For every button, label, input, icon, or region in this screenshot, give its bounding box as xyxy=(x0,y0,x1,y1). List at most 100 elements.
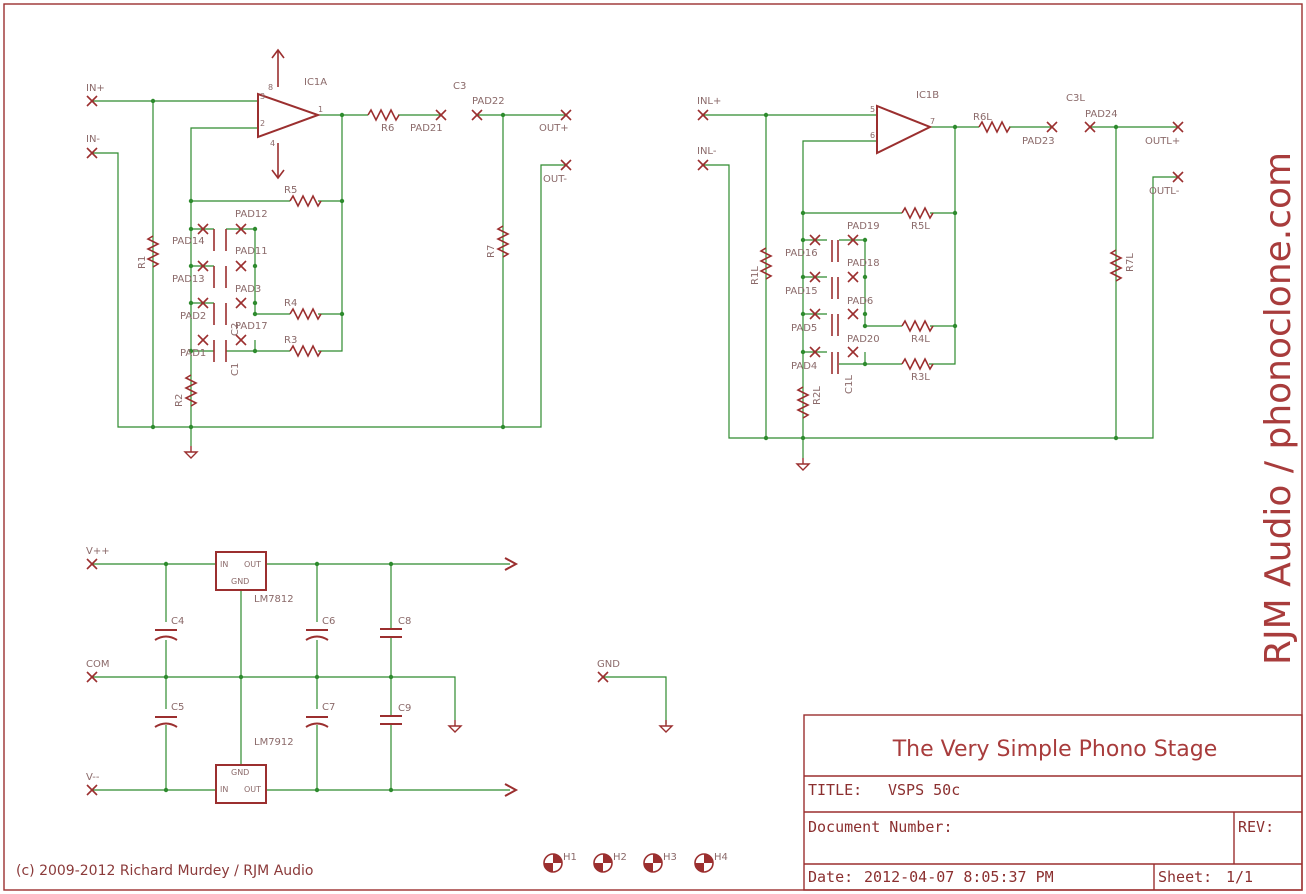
r6l-label: R6L xyxy=(973,112,992,123)
r3-label: R3 xyxy=(284,335,297,346)
pin-5: 5 xyxy=(870,105,875,114)
pad16-label: PAD16 xyxy=(785,248,818,259)
port-outl-plus: OUTL+ xyxy=(1145,136,1180,147)
right-channel-symbols xyxy=(759,104,1123,419)
pad1-label: PAD1 xyxy=(180,348,206,359)
hole-h2: H2 xyxy=(593,852,627,873)
port-in-plus: IN+ xyxy=(86,83,105,94)
h2-label: H2 xyxy=(613,852,627,863)
sheet-label: Sheet: xyxy=(1158,868,1212,886)
c6-label: C6 xyxy=(322,616,335,627)
r4-label: R4 xyxy=(284,298,297,309)
pin-4: 4 xyxy=(270,139,275,148)
r5-label: R5 xyxy=(284,185,297,196)
pad11-label: PAD11 xyxy=(235,246,268,257)
port-out-plus: OUT+ xyxy=(539,123,569,134)
r1-label: R1 xyxy=(137,256,148,269)
port-outl-minus: OUTL- xyxy=(1149,186,1180,197)
power-symbols xyxy=(154,551,519,804)
pin-1: 1 xyxy=(318,105,323,114)
pad22-label: PAD22 xyxy=(472,96,505,107)
port-vmm: V-- xyxy=(86,772,100,783)
port-inl-minus: INL- xyxy=(697,146,717,157)
pad3-label: PAD3 xyxy=(235,284,261,295)
c4-label: C4 xyxy=(171,616,184,627)
title-value: VSPS 50c xyxy=(888,781,960,799)
pad23-label: PAD23 xyxy=(1022,136,1055,147)
pad17-label: PAD17 xyxy=(235,321,268,332)
pin-8: 8 xyxy=(268,83,273,92)
power-labels: V++ COM V-- GND IN OUT GND LM7812 GND IN… xyxy=(86,546,620,794)
r7-label: R7 xyxy=(486,245,497,258)
label-ic1a: IC1A xyxy=(304,77,327,88)
right-channel xyxy=(703,114,1178,439)
lm7912-label: LM7912 xyxy=(254,737,294,748)
lm7912-gnd: GND xyxy=(231,768,249,777)
pad24-label: PAD24 xyxy=(1085,109,1118,120)
hole-h1: H1 xyxy=(543,852,577,873)
pad15-label: PAD15 xyxy=(785,286,818,297)
c1-label: C1 xyxy=(230,363,241,376)
side-text: RJM Audio / phonoclone.com xyxy=(1258,152,1299,665)
hole-h4: H4 xyxy=(694,852,728,873)
docnum-label: Document Number: xyxy=(808,818,953,836)
right-channel-pads xyxy=(697,109,1184,471)
lm7812-out: OUT xyxy=(244,560,261,569)
c3l-label: C3L xyxy=(1066,93,1085,104)
left-channel-pads xyxy=(86,95,572,459)
c2-label: C2 xyxy=(230,323,241,336)
r7l-label: R7L xyxy=(1125,253,1136,272)
hole-h3: H3 xyxy=(643,852,677,873)
date-label: Date: xyxy=(808,868,853,886)
sheet-value: 1/1 xyxy=(1226,868,1253,886)
c7-label: C7 xyxy=(322,702,335,713)
port-inl-plus: INL+ xyxy=(697,96,721,107)
lm7812-label: LM7812 xyxy=(254,594,294,605)
r4l-label: R4L xyxy=(911,334,930,345)
pad19-label: PAD19 xyxy=(847,221,880,232)
port-in-minus: IN- xyxy=(86,134,100,145)
h1-label: H1 xyxy=(563,852,577,863)
pin-7: 7 xyxy=(930,117,935,126)
r3l-label: R3L xyxy=(911,372,930,383)
lm7912-out: OUT xyxy=(244,785,261,794)
copyright: (c) 2009-2012 Richard Murdey / RJM Audio xyxy=(16,863,314,879)
port-com: COM xyxy=(86,659,109,670)
pad4-label: PAD4 xyxy=(791,361,817,372)
pad18-label: PAD18 xyxy=(847,258,880,269)
pin-3: 3 xyxy=(260,92,265,101)
pad14-label: PAD14 xyxy=(172,236,205,247)
pad12-label: PAD12 xyxy=(235,209,268,220)
port-vpp: V++ xyxy=(86,546,110,557)
title-block xyxy=(803,714,1303,891)
c5-label: C5 xyxy=(171,702,184,713)
pad20-label: PAD20 xyxy=(847,334,880,345)
pad2-label: PAD2 xyxy=(180,311,206,322)
label-ic1b: IC1B xyxy=(916,90,939,101)
r2l-label: R2L xyxy=(812,386,823,405)
port-out-minus: OUT- xyxy=(543,174,567,185)
lm7812-gnd: GND xyxy=(231,577,249,586)
schematic-title: The Very Simple Phono Stage xyxy=(892,737,1218,762)
pad21-label: PAD21 xyxy=(410,123,443,134)
h4-label: H4 xyxy=(714,852,728,863)
title-label: TITLE: xyxy=(808,781,862,799)
pad13-label: PAD13 xyxy=(172,274,205,285)
lm7812-in: IN xyxy=(220,560,228,569)
r2-label: R2 xyxy=(174,394,185,407)
power-supply xyxy=(92,563,667,791)
c3-label: C3 xyxy=(453,81,466,92)
left-channel-symbols xyxy=(146,48,510,407)
pin-2: 2 xyxy=(260,119,265,128)
date-value: 2012-04-07 8:05:37 PM xyxy=(864,868,1054,886)
rev-label: REV: xyxy=(1238,818,1274,836)
c8-label: C8 xyxy=(398,616,411,627)
r5l-label: R5L xyxy=(911,221,930,232)
pad5-label: PAD5 xyxy=(791,323,817,334)
pad6-label: PAD6 xyxy=(847,296,873,307)
c1l-label: C1L xyxy=(844,375,855,394)
h3-label: H3 xyxy=(663,852,677,863)
pin-6: 6 xyxy=(870,131,875,140)
r6-label: R6 xyxy=(381,123,394,134)
